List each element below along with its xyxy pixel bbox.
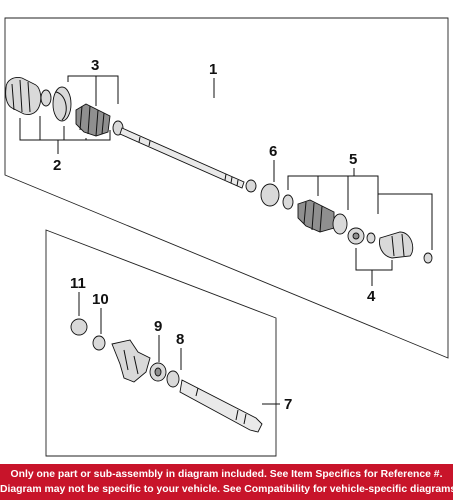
half-shaft bbox=[119, 127, 245, 189]
callout-5: 5 bbox=[349, 151, 357, 168]
callout-11: 11 bbox=[70, 275, 86, 292]
lower-panel-outline bbox=[45, 229, 277, 457]
axle-exploded-diagram: 1 2 3 4 5 6 7 8 9 10 11 bbox=[4, 17, 449, 457]
inner-cv-housing bbox=[379, 231, 414, 259]
callout-2: 2 bbox=[53, 157, 61, 174]
disclaimer-line-2: Diagram may not be specific to your vehi… bbox=[0, 484, 453, 495]
inner-end-ring bbox=[423, 252, 433, 264]
intermediate-shaft bbox=[179, 379, 263, 433]
outer-cv-joint bbox=[5, 77, 42, 115]
tripod-joint bbox=[347, 227, 365, 245]
callout-8: 8 bbox=[176, 331, 184, 348]
upper-panel-outline bbox=[4, 17, 449, 359]
inner-snap-ring bbox=[366, 232, 376, 244]
callout-7: 7 bbox=[284, 396, 292, 413]
stopper-ring-set bbox=[245, 179, 294, 210]
outer-boot bbox=[75, 103, 111, 137]
seal-ring bbox=[70, 318, 88, 336]
callout-9: 9 bbox=[154, 318, 162, 335]
callout-10: 10 bbox=[92, 291, 109, 308]
callout-3: 3 bbox=[91, 57, 99, 74]
leader-lines bbox=[19, 75, 433, 405]
disclaimer-line-1: Only one part or sub-assembly in diagram… bbox=[10, 469, 443, 480]
bearing bbox=[149, 362, 167, 382]
support-bracket bbox=[111, 339, 151, 383]
disclaimer-banner: Only one part or sub-assembly in diagram… bbox=[0, 464, 453, 500]
outer-boot-kit bbox=[52, 86, 72, 122]
inner-boot-band bbox=[332, 213, 348, 235]
snap-ring bbox=[166, 370, 180, 388]
callout-4: 4 bbox=[367, 288, 376, 305]
outer-clamp-ring bbox=[40, 89, 52, 107]
dust-seal bbox=[92, 335, 106, 351]
inner-boot bbox=[297, 199, 335, 233]
callout-1: 1 bbox=[209, 61, 217, 78]
callout-6: 6 bbox=[269, 143, 277, 160]
